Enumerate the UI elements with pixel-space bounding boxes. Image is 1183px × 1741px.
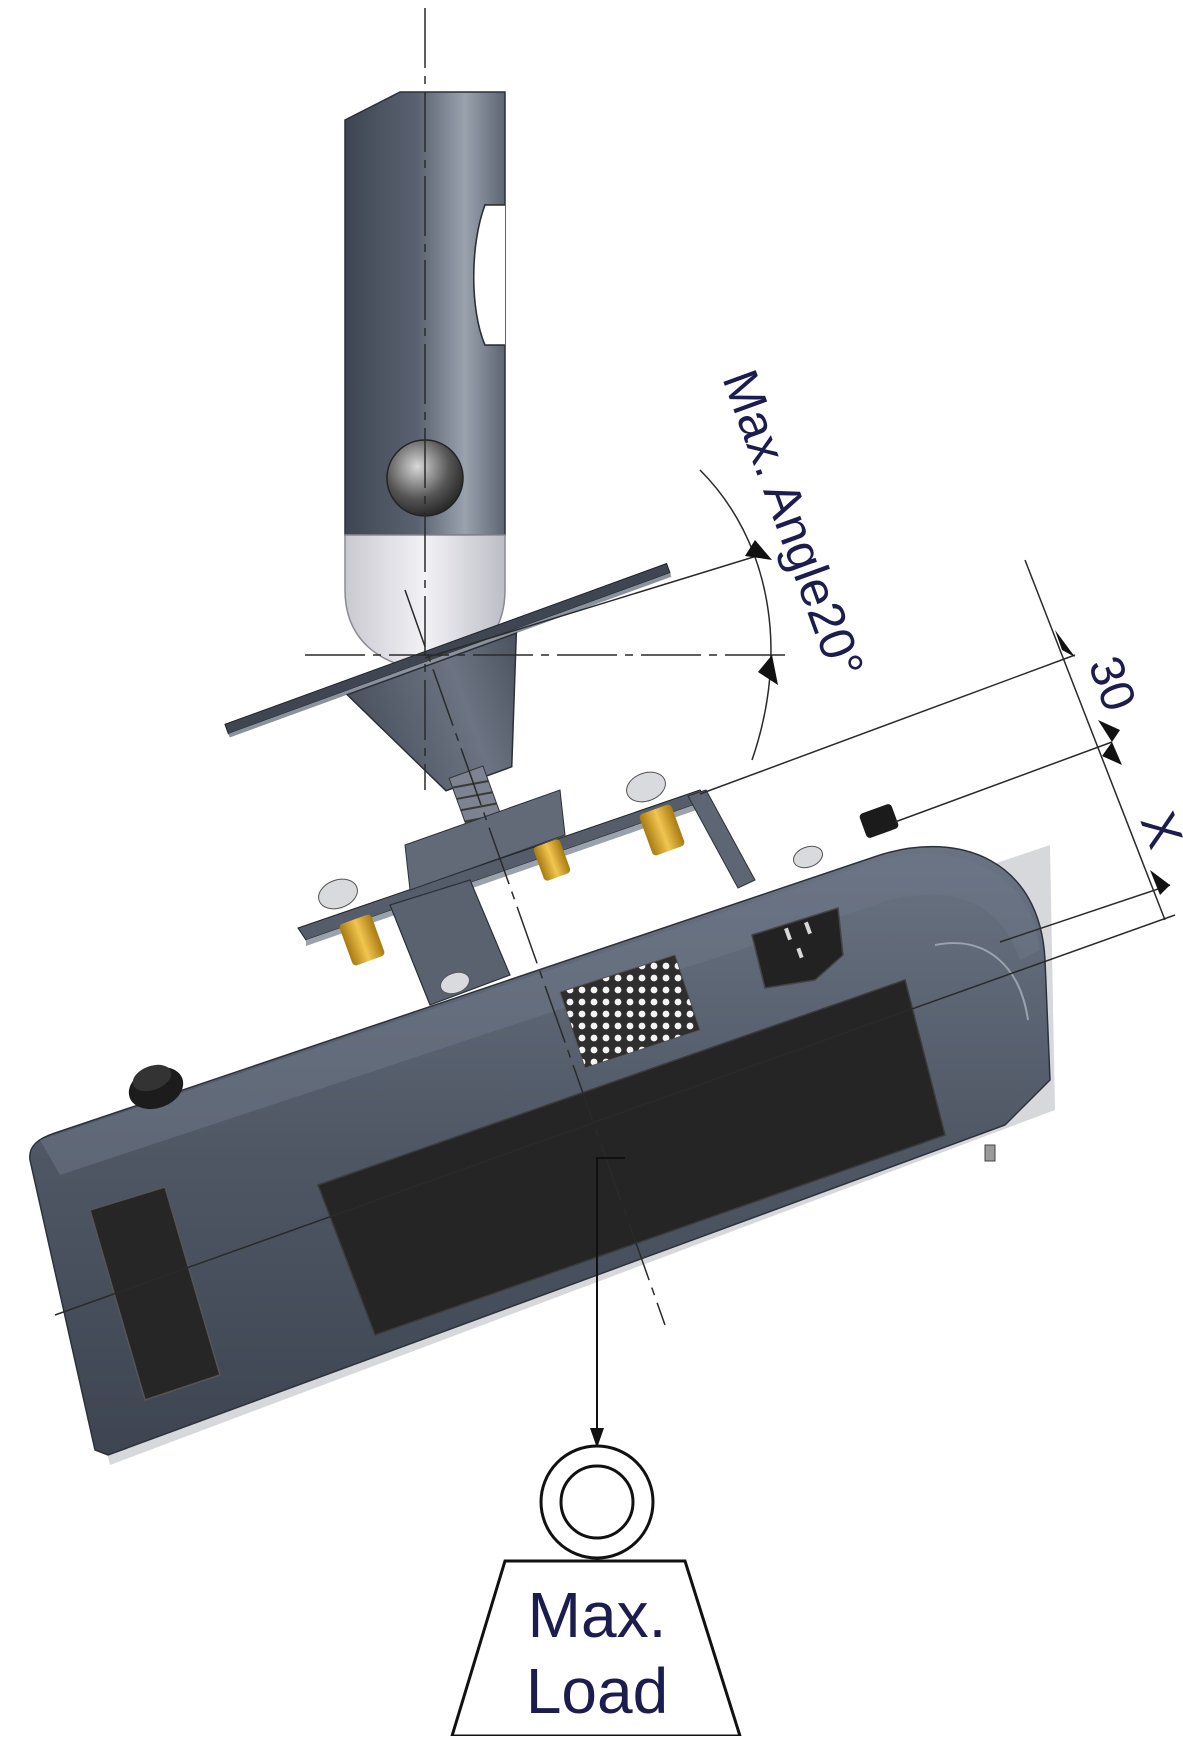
load-indicator: Max. Load (449, 1157, 743, 1738)
dimension-lines (54, 8, 1176, 1326)
front-panel (317, 979, 946, 1336)
handle-window (89, 1186, 221, 1401)
load-label-line1: Max. (528, 1579, 667, 1651)
connector-icon (984, 1144, 996, 1162)
tilt-plate-assembly (224, 562, 672, 792)
knob-icon (128, 1064, 184, 1110)
vent-grille-icon (559, 954, 701, 1069)
load-label-line2: Load (526, 1655, 668, 1727)
angle-label: Max. Angle20° (712, 363, 875, 686)
brass-standoff (339, 804, 685, 966)
dimension-arrows (745, 540, 1170, 895)
offset-variable-label: X (1130, 805, 1183, 856)
switch-icon (859, 804, 899, 838)
power-inlet-icon (751, 907, 844, 989)
instrument-body (29, 804, 1055, 1465)
offset-value-label: 30 (1078, 650, 1146, 718)
